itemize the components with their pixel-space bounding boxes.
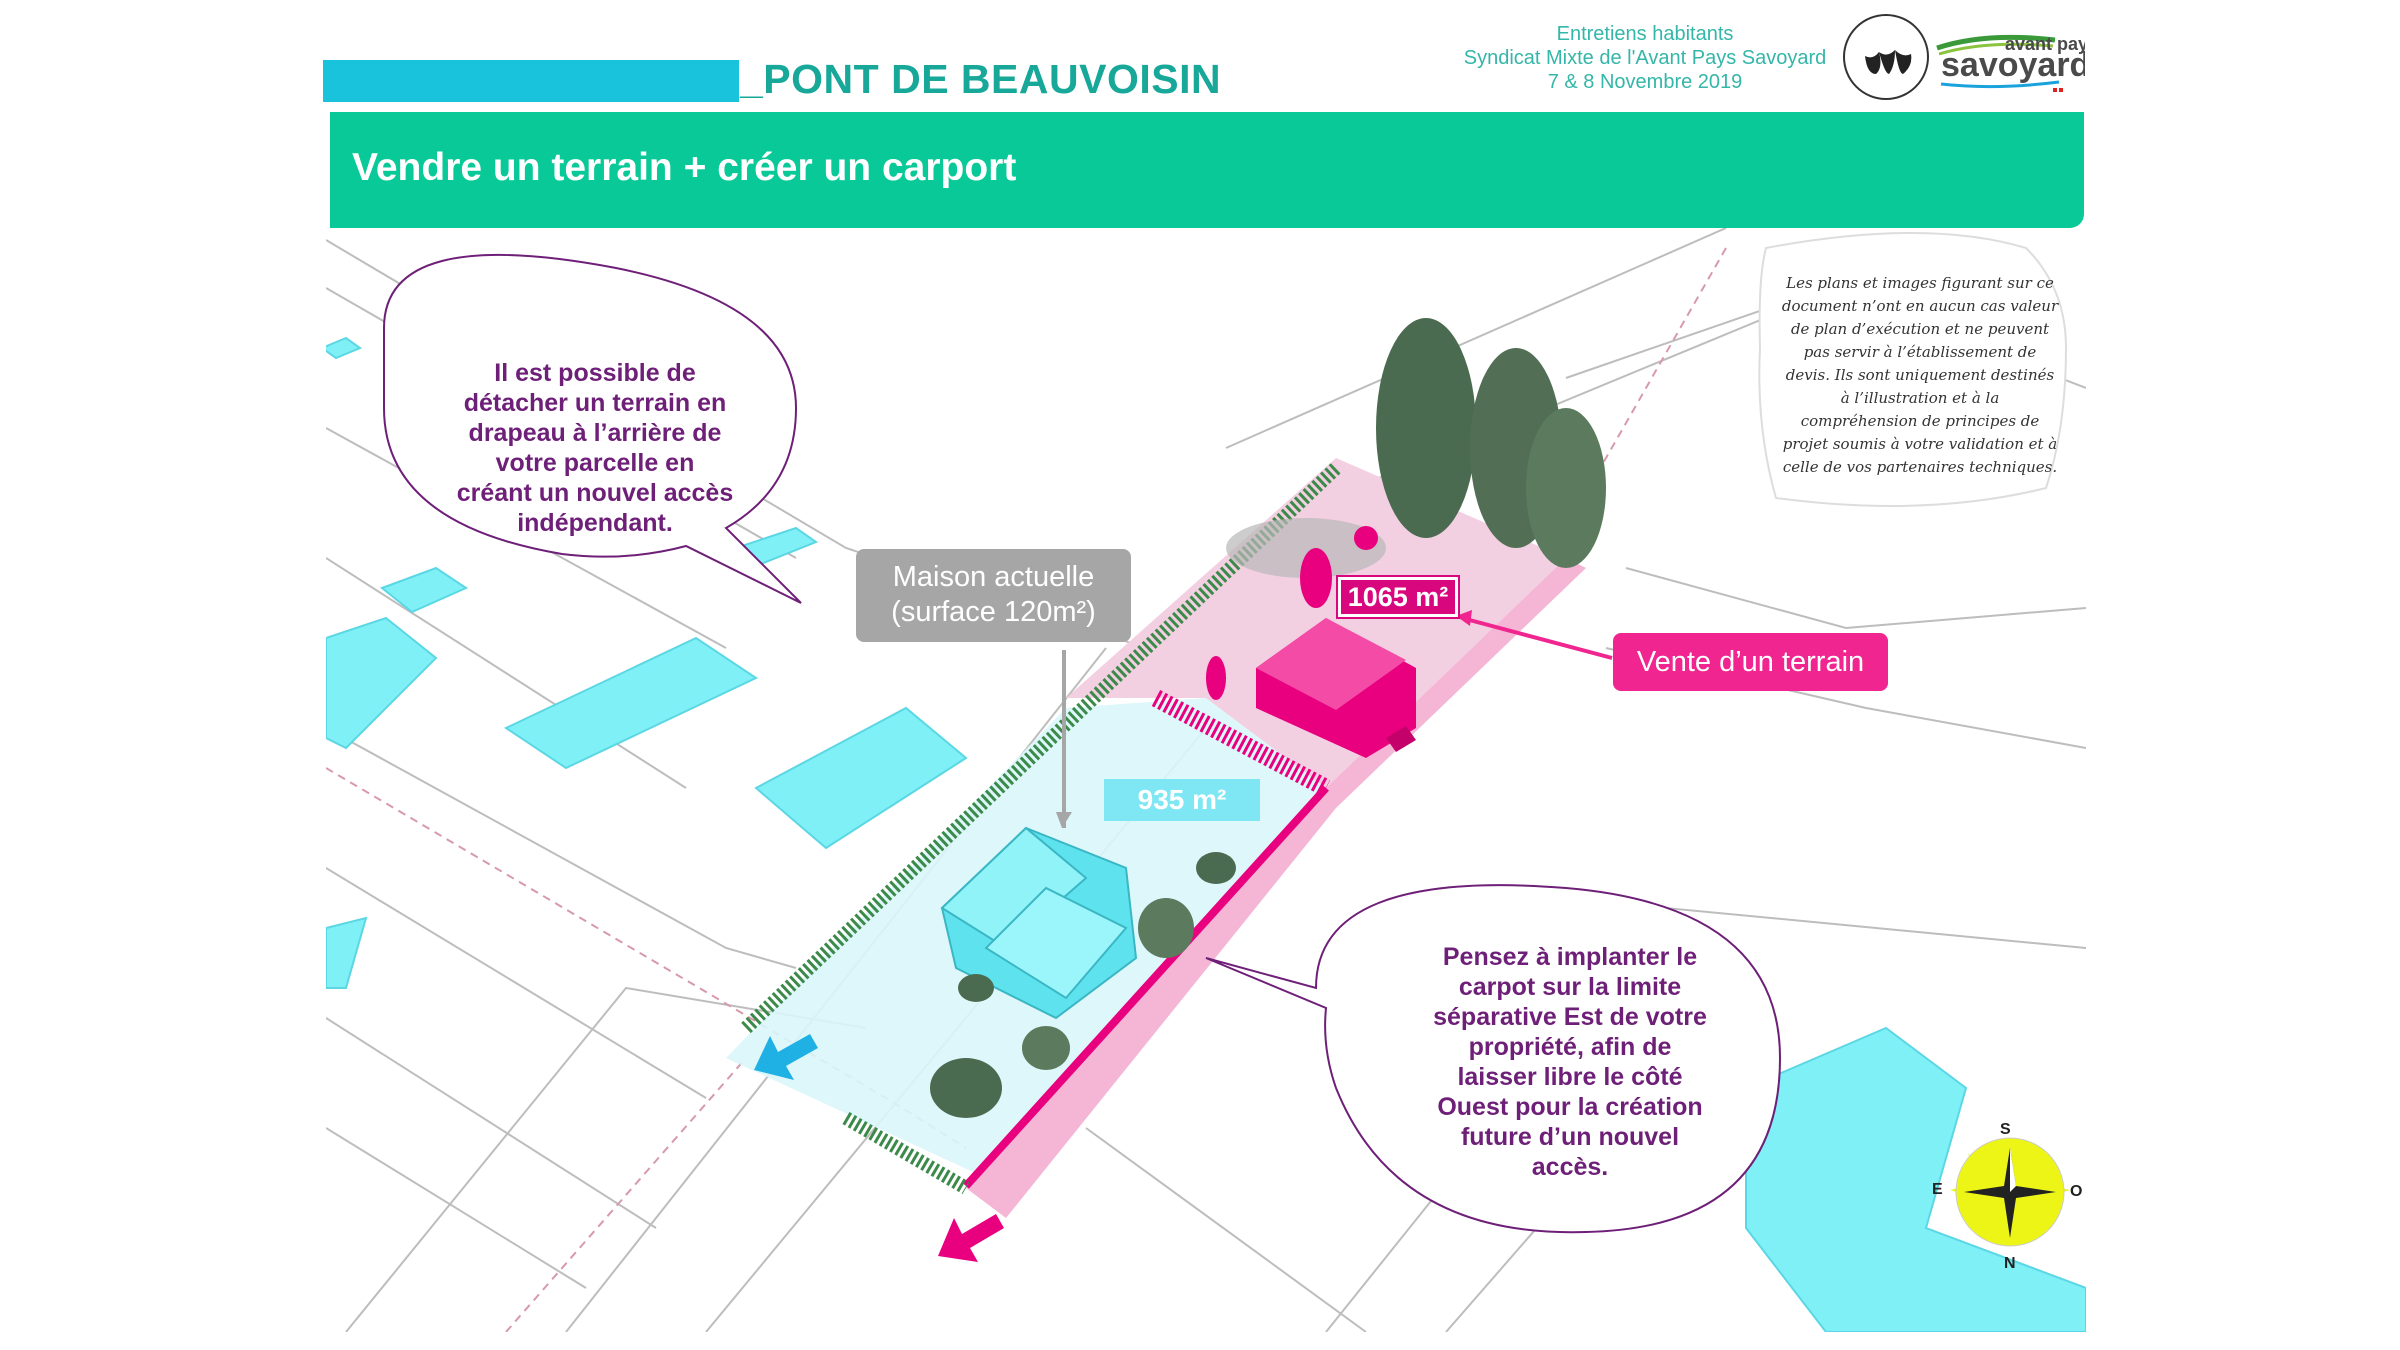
access-strip [966,558,1586,1218]
event-info: Entretiens habitants Syndicat Mixte de l… [1450,22,1840,94]
existing-house [940,826,1138,1020]
front-hedge [842,1111,970,1195]
back-parcel [1066,458,1566,788]
compass-o: O [2070,1183,2082,1200]
disclaimer-line-2: document n’ont en aucun cas valeur [1781,297,2059,315]
left-bubble-line-3: drapeau à l’arrière de [468,419,722,447]
compass-s: S [2000,1121,2011,1138]
disclaimer-line-5: devis. Ils sont uniquement destinés [1785,366,2055,384]
right-speech-bubble [1205,884,1782,1234]
right-bubble-line-7: future d’un nouvel [1460,1123,1680,1151]
leaf-logo-icon [1843,14,1929,100]
house-label-line-1: Maison actuelle [892,561,1095,593]
tree-icon [930,318,1606,1118]
disclaimer-line-6: à l’illustration et à la [1840,389,2000,407]
carport-boundary [963,785,1329,1189]
town-title: _PONT DE BEAUVOISIN [740,56,1222,102]
neighbour-buildings [326,336,2086,1332]
brand-main-text: savoyard [1941,46,2085,84]
front-entry-arrow-icon [754,1034,818,1080]
disclaimer-line-7: compréhension de principes de [1800,412,2040,430]
back-area-label: 1065 m² [1336,575,1460,619]
disclaimer-box [1758,232,2068,507]
disclaimer-text: Les plans et images figurant sur ce docu… [1770,272,2070,479]
right-bubble-line-2: carpot sur la limite [1458,973,1682,1001]
disclaimer-line-8: projet soumis à votre validation et à [1782,435,2058,453]
cyan-header-bar [323,60,739,102]
event-line-3: 7 & 8 Novembre 2019 [1547,71,1743,93]
compass-n: N [2004,1255,2016,1272]
sale-pointer [1461,616,1613,660]
left-bubble-line-4: votre parcelle en [495,449,695,477]
left-bubble-line-6: indépendant. [517,509,673,537]
compass-e: E [1932,1181,1943,1198]
right-bubble-line-8: accès. [1531,1153,1609,1181]
right-bubble-line-6: Ouest pour la création [1437,1093,1703,1121]
pink-hedge [1151,690,1331,796]
disclaimer-line-4: pas servir à l’établissement de [1803,343,2037,361]
sale-label: Vente d’un terrain [1613,633,1888,691]
left-bubble-line-5: créant un nouvel accès [456,479,734,507]
disclaimer-line-1: Les plans et images figurant sur ce [1786,274,2054,292]
disclaimer-line-9: celle de vos partenaires techniques. [1782,458,2058,476]
right-bubble-text: Pensez à implanter le carpot sur la limi… [1380,942,1760,1182]
left-bubble-text: Il est possible de détacher un terrain e… [400,358,790,538]
left-bubble-line-1: Il est possible de [494,359,696,387]
house-label-line-2: (surface 120m²) [891,596,1096,628]
right-bubble-line-5: laisser libre le côté [1457,1063,1683,1091]
front-area-label: 935 m² [1104,779,1260,821]
compass-icon: S O N E [1932,1121,2082,1272]
disclaimer-line-3: de plan d’exécution et ne peuvent [1790,320,2050,338]
banner-title: Vendre un terrain + créer un carport [352,146,1017,189]
left-bubble-line-2: détacher un terrain en [463,389,727,417]
right-bubble-line-4: propriété, afin de [1468,1033,1672,1061]
title-banner: Vendre un terrain + créer un carport [330,112,2084,228]
back-entry-arrow-icon [938,1214,1004,1262]
right-bubble-line-1: Pensez à implanter le [1442,943,1698,971]
new-house [1256,618,1416,758]
event-line-2: Syndicat Mixte de l'Avant Pays Savoyard [1463,47,1827,69]
left-speech-bubble [383,253,802,604]
house-label: Maison actuelle (surface 120m²) [856,549,1131,642]
event-line-1: Entretiens habitants [1556,23,1734,45]
right-bubble-line-3: séparative Est de votre [1433,1003,1707,1031]
